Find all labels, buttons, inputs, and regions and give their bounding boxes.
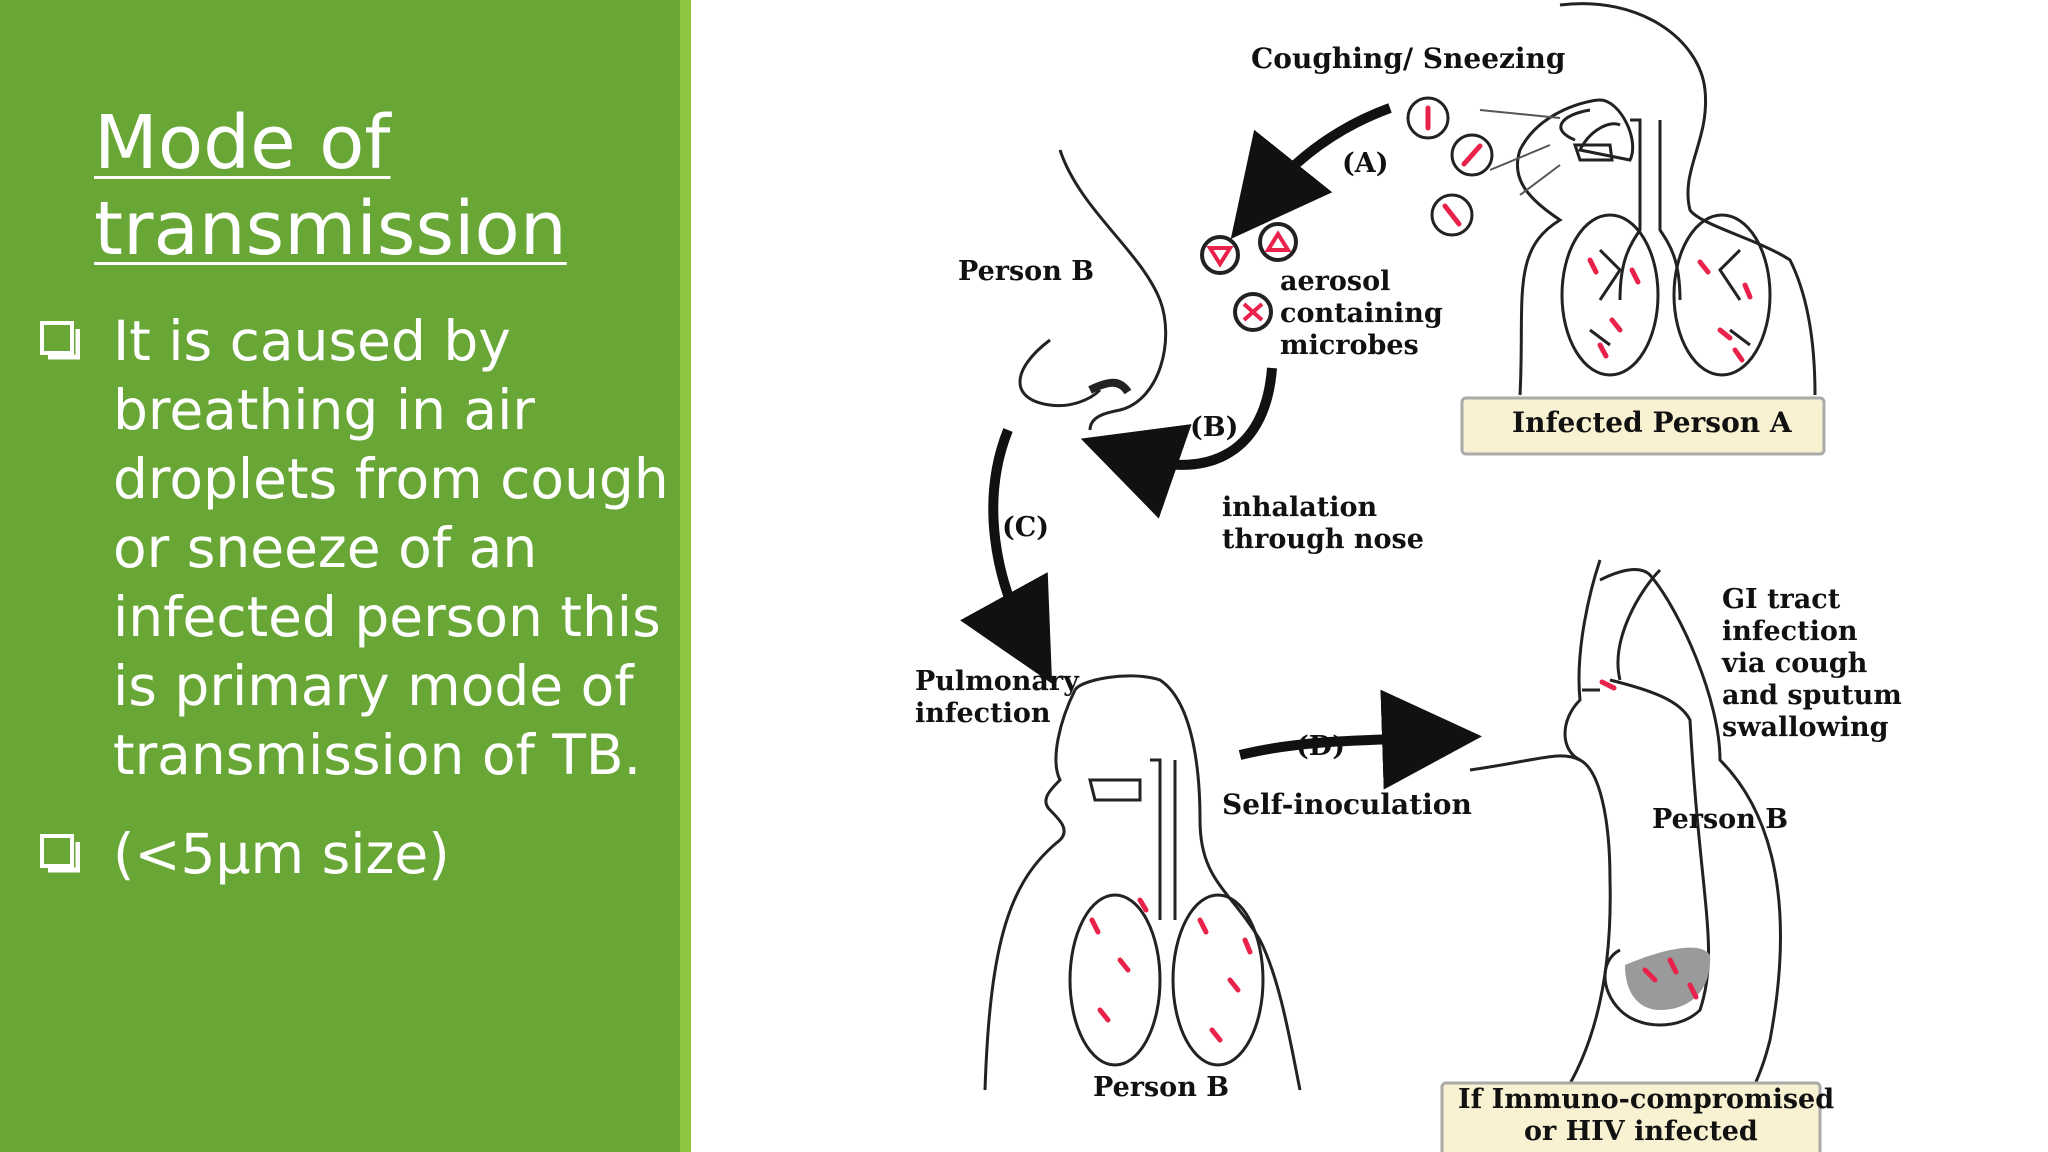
- cough-spray-lines: [1479, 109, 1561, 196]
- gi-label-4: and sputum: [1722, 680, 1902, 711]
- aerosol-label-2: containing: [1280, 298, 1443, 329]
- inhalation-label-2: through nose: [1222, 524, 1424, 555]
- immuno-box: [1440, 1081, 1822, 1152]
- bacilli-in-stomach: [1599, 679, 1699, 1000]
- bullet-text: (<5µm size): [113, 822, 450, 886]
- inhalation-label-1: inhalation: [1222, 492, 1378, 523]
- infected-person-a-box: [1460, 396, 1826, 456]
- checkbox-bullet-icon: [40, 834, 80, 873]
- aerosol-label-1: aerosol: [1280, 266, 1390, 297]
- coughing-label: Coughing/ Sneezing: [1251, 42, 1565, 75]
- label-b: (B): [1190, 412, 1238, 443]
- person-b-lungs-figure: [983, 674, 1302, 1091]
- label-d: (D): [1296, 731, 1345, 762]
- title-line-1: Mode of: [94, 100, 391, 186]
- arrow-a: [1230, 103, 1392, 240]
- label-a: (A): [1342, 148, 1389, 179]
- self-inoculation-label: Self-inoculation: [1222, 788, 1472, 821]
- aerosol-label-3: microbes: [1280, 330, 1419, 361]
- checkbox-bullet-icon: [40, 321, 80, 360]
- infected-person-a-label: Infected Person A: [1512, 406, 1793, 439]
- person-b-bottom-label: Person B: [1093, 1072, 1229, 1103]
- accent-stripe: [680, 0, 691, 1152]
- pulmonary-label-2: infection: [915, 698, 1051, 729]
- tb-transmission-diagram: Coughing/ Sneezing (A) Person B aerosol …: [915, 2, 1902, 1152]
- arrow-d: [1238, 689, 1482, 790]
- left-panel: [0, 0, 680, 1152]
- bullet-text: It is caused by breathing in air droplet…: [113, 309, 669, 787]
- immuno-label-1: If Immuno-compromised: [1458, 1084, 1834, 1115]
- person-b-top-label: Person B: [958, 256, 1094, 287]
- pulmonary-label-1: Pulmonary: [915, 666, 1080, 697]
- gi-label-2: infection: [1722, 616, 1858, 647]
- arrow-b: [1080, 367, 1277, 519]
- infected-person-a-figure: [1515, 2, 1817, 396]
- gi-label-5: swallowing: [1722, 712, 1889, 743]
- bacilli-in-lungs: [1089, 897, 1253, 1043]
- label-c: (C): [1002, 512, 1049, 543]
- slide-title: Mode of transmission: [94, 100, 654, 272]
- bacilli-in-lungs: [1587, 257, 1753, 363]
- droplet-particles: [1200, 96, 1494, 332]
- stomach-shading: [1625, 947, 1711, 1010]
- gi-label-1: GI tract: [1722, 584, 1841, 615]
- person-b-right-label: Person B: [1652, 804, 1788, 835]
- person-b-nose-figure: [1018, 149, 1168, 431]
- immuno-label-2: or HIV infected: [1524, 1116, 1758, 1147]
- gi-label-3: via cough: [1721, 648, 1868, 679]
- title-line-2: transmission: [94, 186, 567, 272]
- arrow-c: [960, 428, 1053, 684]
